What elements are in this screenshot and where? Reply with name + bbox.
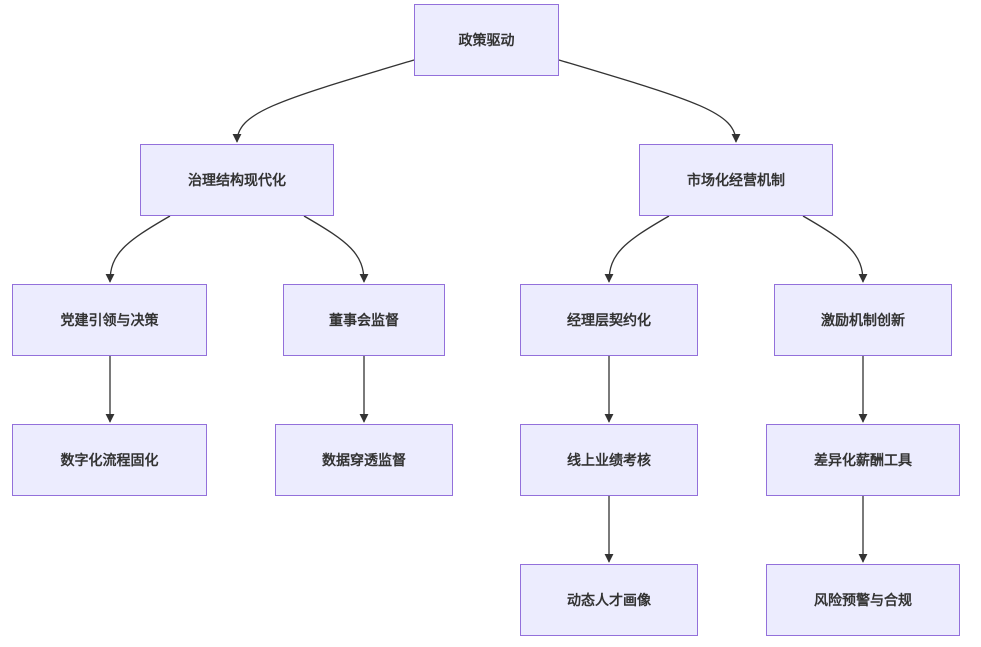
- node-online-assessment: 线上业绩考核: [520, 424, 698, 496]
- node-digital-process: 数字化流程固化: [12, 424, 207, 496]
- node-talent-profile: 动态人才画像: [520, 564, 698, 636]
- node-data-supervision: 数据穿透监督: [275, 424, 453, 496]
- edge-governance-to-board: [303, 215, 369, 283]
- edge-root-to-market: [558, 59, 741, 143]
- edge-market-to-contract: [604, 215, 670, 283]
- node-governance-modernization: 治理结构现代化: [140, 144, 334, 216]
- edge-governance-to-party: [105, 215, 171, 283]
- node-incentive-innovation: 激励机制创新: [774, 284, 952, 356]
- node-board-supervision: 董事会监督: [283, 284, 445, 356]
- node-party-leadership: 党建引领与决策: [12, 284, 207, 356]
- node-market-mechanism: 市场化经营机制: [639, 144, 833, 216]
- node-manager-contract: 经理层契约化: [520, 284, 698, 356]
- node-policy-driven: 政策驱动: [414, 4, 559, 76]
- edge-root-to-governance: [232, 59, 415, 143]
- node-differentiated-pay: 差异化薪酬工具: [766, 424, 960, 496]
- edge-market-to-incentive: [802, 215, 868, 283]
- node-risk-compliance: 风险预警与合规: [766, 564, 960, 636]
